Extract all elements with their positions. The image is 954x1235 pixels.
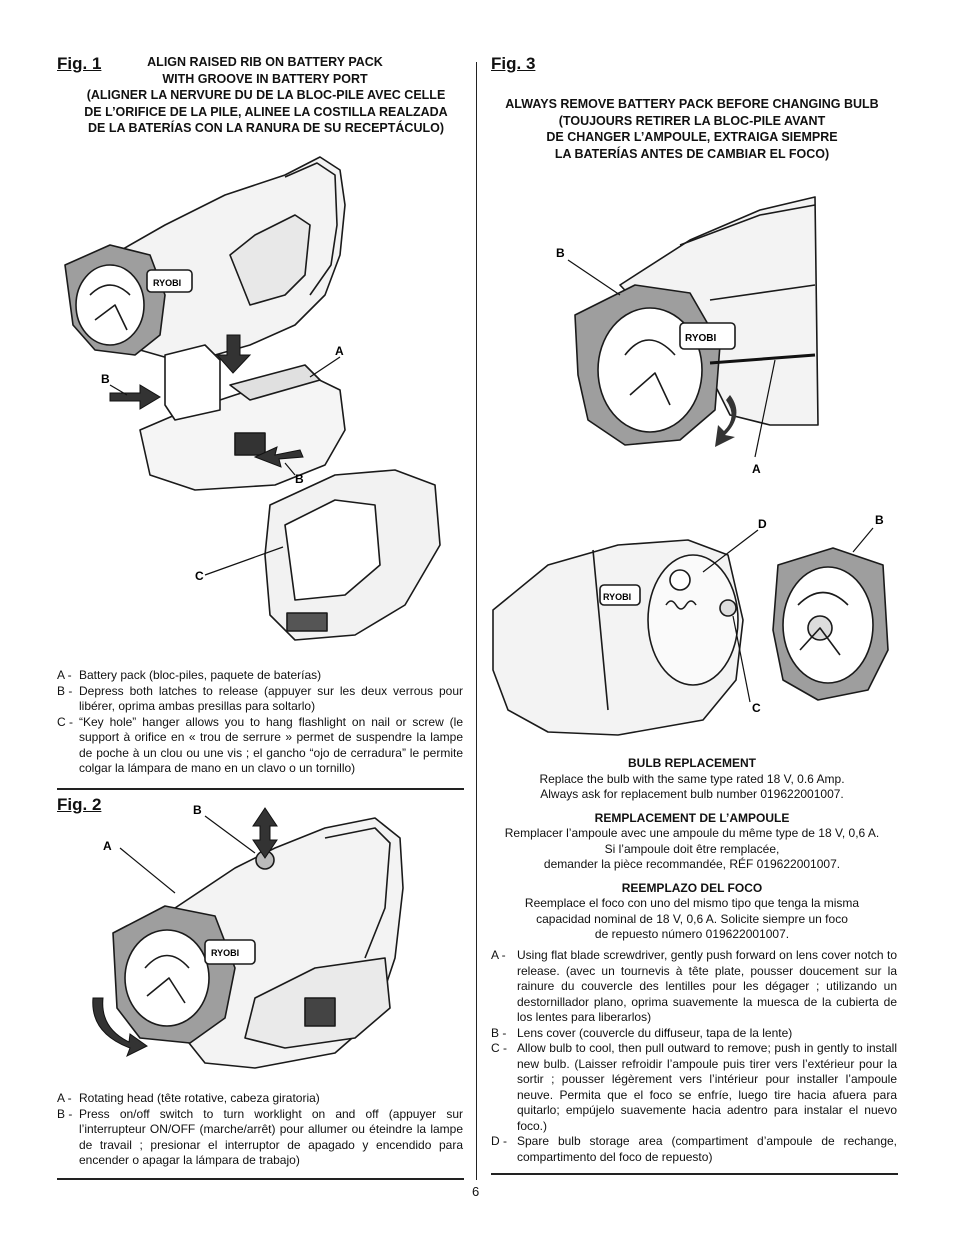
legend-key: B - [491, 1025, 507, 1040]
legend-key: D - [491, 1134, 507, 1148]
bulb-es-line: Reemplace el foco con uno del mismo tipo… [524, 896, 860, 910]
legend-text: Spare bulb storage area (compartiment d’… [517, 1134, 897, 1164]
fig3-heading: ALWAYS REMOVE BATTERY PACK BEFORE CHANGI… [490, 96, 894, 162]
fig3-bottom-illustration: D B C RYOBI [492, 513, 889, 736]
fig1-heading-line: DE LA BATERÍAS CON LA RANURA DE SU RECEP… [87, 121, 445, 135]
bulb-en-line: Replace the bulb with the same type rate… [539, 771, 845, 786]
fig3-callout-b2: B [875, 513, 884, 527]
fig3-label: Fig. 3 [491, 54, 536, 73]
fig3-brand-logo-2: RYOBI [603, 592, 631, 602]
fig3-heading-line: ALWAYS REMOVE BATTERY PACK BEFORE CHANGI… [505, 97, 879, 111]
legend-item: D - Spare bulb storage area (compartiment… [491, 1134, 897, 1165]
bulb-fr-line: Si l’ampoule doit être remplacée, [604, 841, 780, 856]
fig1-divider [57, 788, 464, 790]
fig2-illustration: B A RYOBI [92, 803, 404, 1069]
legend-text: Lens cover (couvercle du diffuseur, tapa… [517, 1025, 793, 1040]
legend-item: B - Depress both latches to release (appu… [57, 684, 463, 715]
bulb-fr-title: REMPLACEMENT DE L’AMPOULE [594, 810, 790, 825]
bulb-en-line: Always ask for replacement bulb number 0… [540, 787, 844, 801]
page-number: 6 [472, 1184, 480, 1199]
fig1-heading-en: ALIGN RAISED RIB ON BATTERY PACK WITH GR… [120, 54, 410, 87]
fig1-heading-line: ALIGN RAISED RIB ON BATTERY PACK [147, 55, 383, 69]
fig2-brand-logo: RYOBI [211, 948, 239, 958]
legend-key: C - [57, 714, 73, 729]
fig1-brand-logo: RYOBI [153, 278, 181, 288]
fig3-legend: A - Using flat blade screwdriver, gently … [491, 948, 897, 1165]
fig3-divider [491, 1173, 898, 1175]
fig2-divider [57, 1178, 464, 1180]
bulb-fr-line: demander la pièce recommandée, RÉF 01962… [543, 857, 841, 871]
column-divider [476, 62, 477, 1180]
fig3-brand-logo: RYOBI [685, 333, 717, 344]
legend-text: Depress both latches to release (appuyer… [79, 683, 463, 714]
legend-text: Rotating head (tête rotative, cabeza gir… [79, 1091, 320, 1105]
legend-key: A - [57, 668, 72, 682]
legend-item: C - “Key hole” hanger allows you to hang … [57, 715, 463, 777]
legend-item: A - Using flat blade screwdriver, gently … [491, 948, 897, 1026]
fig2-callout-a: A [103, 839, 112, 853]
fig1-label: Fig. 1 [57, 54, 102, 73]
fig1-illustration: A B B C RYOBI [64, 156, 441, 641]
legend-key: B - [57, 1106, 73, 1121]
legend-key: C - [491, 1041, 507, 1055]
bulb-fr-line: Remplacer l’ampoule avec une ampoule du … [504, 826, 880, 840]
legend-item: A - Battery pack (bloc-piles, paquete de … [57, 668, 463, 684]
bulb-en-title: BULB REPLACEMENT [628, 756, 756, 770]
fig3-heading-line: LA BATERÍAS ANTES DE CAMBIAR EL FOCO) [554, 146, 830, 161]
bulb-replacement-block: BULB REPLACEMENT Replace the bulb with t… [490, 756, 894, 943]
fig1-legend: A - Battery pack (bloc-piles, paquete de … [57, 668, 463, 777]
fig2-label: Fig. 2 [57, 795, 102, 814]
bulb-es-line: capacidad nominal de 18 V, 0,6 A. Solici… [536, 911, 848, 926]
fig1-heading-line: WITH GROOVE IN BATTERY PORT [162, 71, 368, 86]
fig1-heading-line: (ALIGNER LA NERVURE DU DE LA BLOC-PILE A… [86, 88, 446, 102]
legend-item: C - Allow bulb to cool, then pull outward… [491, 1041, 897, 1134]
legend-text: Using flat blade screwdriver, gently pus… [517, 948, 897, 1024]
fig1-callout-a: A [335, 344, 344, 358]
fig3-top-illustration: B A RYOBI [556, 196, 819, 476]
fig3-callout-d: D [758, 517, 767, 531]
bulb-es-title: REEMPLAZO DEL FOCO [621, 880, 763, 895]
bulb-es-line: de repuesto número 019622001007. [594, 927, 790, 941]
fig3-callout-b: B [556, 246, 565, 260]
fig3-callout-a: A [752, 462, 761, 476]
legend-text: Allow bulb to cool, then pull outward to… [517, 1041, 897, 1133]
legend-item: B - Press on/off switch to turn worklight… [57, 1107, 463, 1169]
fig3-heading-line: DE CHANGER L’AMPOULE, EXTRAIGA SIEMPRE [546, 130, 838, 144]
legend-item: B - Lens cover (couvercle du diffuseur, t… [491, 1026, 897, 1042]
fig2-legend: A - Rotating head (tête rotative, cabeza … [57, 1091, 463, 1169]
fig1-heading-line: DE L’ORIFICE DE LA PILE, ALINEE LA COSTI… [84, 104, 448, 119]
legend-item: A - Rotating head (tête rotative, cabeza … [57, 1091, 463, 1107]
fig3-heading-line: (TOUJOURS RETIRER LA BLOC-PILE AVANT [558, 113, 826, 128]
fig1-callout-b: B [101, 372, 110, 386]
legend-text: Press on/off switch to turn worklight on… [79, 1106, 463, 1168]
fig1-heading-fr-es: (ALIGNER LA NERVURE DU DE LA BLOC-PILE A… [70, 87, 462, 137]
legend-key: A - [491, 948, 506, 962]
fig1-callout-b2: B [295, 472, 304, 486]
legend-text: “Key hole” hanger allows you to hang fla… [79, 714, 463, 776]
fig1-callout-c: C [195, 569, 204, 583]
fig3-callout-c: C [752, 701, 761, 715]
legend-key: B - [57, 683, 73, 698]
legend-text: Battery pack (bloc-piles, paquete de bat… [79, 668, 322, 682]
fig2-callout-b: B [193, 803, 202, 817]
legend-key: A - [57, 1091, 72, 1105]
